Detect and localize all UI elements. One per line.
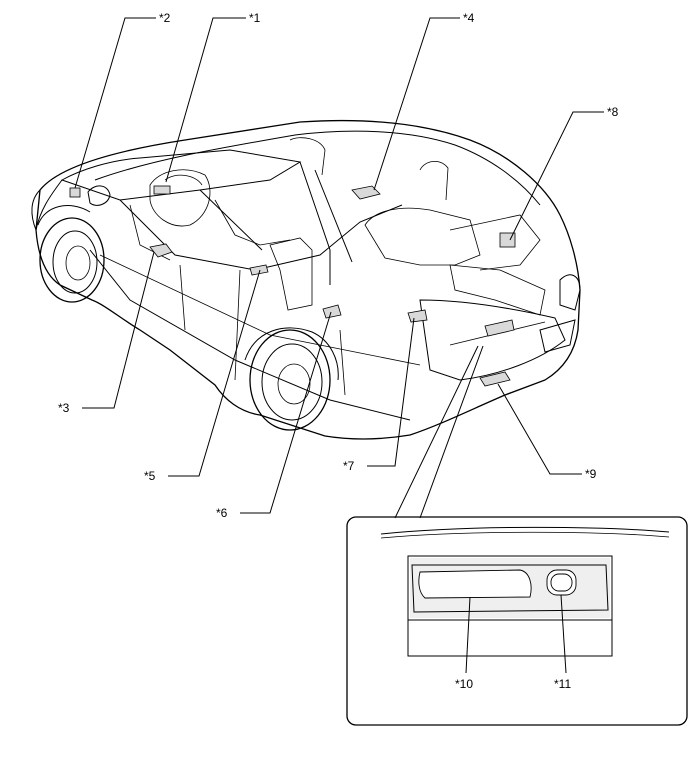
detail-inset xyxy=(346,516,688,726)
callout-3: *3 xyxy=(58,401,70,415)
part-4 xyxy=(351,185,381,200)
part-2 xyxy=(69,187,81,198)
callout-7: *7 xyxy=(343,459,355,473)
part-9 xyxy=(479,371,511,387)
component-parts xyxy=(69,185,516,387)
callout-6: *6 xyxy=(216,506,228,520)
callout-2: *2 xyxy=(159,11,171,25)
opener-switch xyxy=(418,569,532,599)
callout-9: *9 xyxy=(585,467,597,481)
vehicle-body xyxy=(31,119,581,440)
leader-lines xyxy=(74,17,604,519)
inset-frame xyxy=(346,516,688,726)
part-5 xyxy=(249,264,269,276)
callout-labels: *1 *2 *3 *4 *5 *6 *7 *8 *9 *10 *11 xyxy=(58,11,619,691)
callout-11: *11 xyxy=(554,677,571,691)
callout-5: *5 xyxy=(144,469,156,483)
part-1 xyxy=(153,185,171,195)
part-7 xyxy=(407,309,428,323)
part-handle xyxy=(484,319,515,337)
part-6 xyxy=(322,304,342,319)
callout-10: *10 xyxy=(455,677,473,691)
callout-4: *4 xyxy=(463,11,475,25)
callout-1: *1 xyxy=(249,11,261,25)
callout-8: *8 xyxy=(607,105,619,119)
part-3 xyxy=(149,243,173,258)
